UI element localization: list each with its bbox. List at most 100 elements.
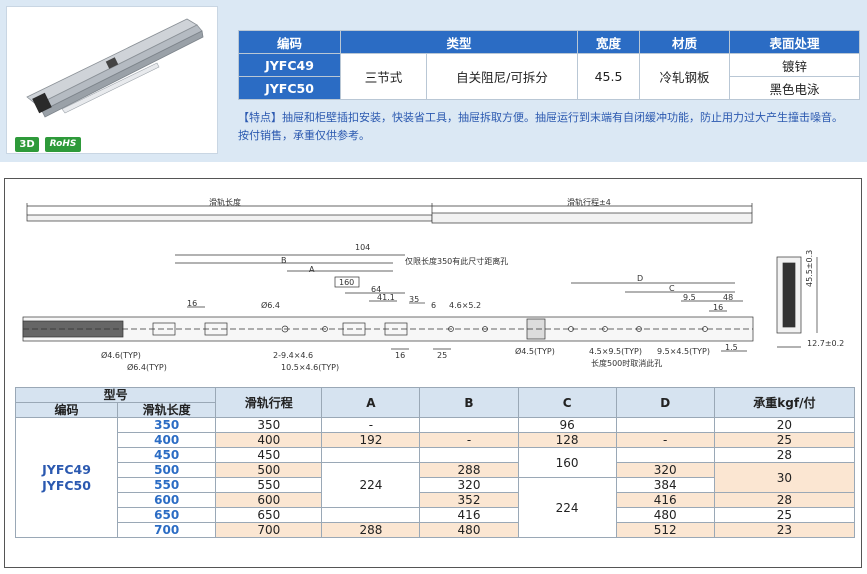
size-model-2: JYFC50 <box>42 477 91 493</box>
dim-104: 104 <box>355 243 371 252</box>
size-length: 350 <box>117 417 217 433</box>
spec-header-code: 编码 <box>238 30 341 54</box>
spec-header-type: 类型 <box>340 30 578 54</box>
dim-d64: Ø6.4 <box>261 301 281 310</box>
product-photo: 3D RoHS <box>6 6 218 154</box>
dim-455: 45.5±0.3 <box>805 249 814 287</box>
dim-10546: 10.5×4.6(TYP) <box>281 363 340 372</box>
size-b: 480 <box>419 522 519 538</box>
dim-16b: 16 <box>395 351 406 360</box>
size-c-merged-2: 224 <box>517 477 617 538</box>
size-load: 23 <box>713 522 856 538</box>
dim-16c: 16 <box>713 303 724 312</box>
size-d: 384 <box>615 477 715 493</box>
dim-c: C <box>669 284 675 293</box>
table-row: 450 450 160 28 <box>16 447 856 478</box>
size-d: - <box>615 432 715 448</box>
size-b: - <box>419 432 519 448</box>
size-b: 416 <box>419 507 519 523</box>
size-travel: 450 <box>215 447 323 463</box>
size-col-length: 滑轨长度 <box>117 402 217 418</box>
dim-4595: 4.5×9.5(TYP) <box>589 347 642 356</box>
size-travel: 650 <box>215 507 323 523</box>
rail-drawing <box>22 203 818 352</box>
size-c-merged-1: 160 <box>517 447 617 478</box>
dim-25: 25 <box>437 351 448 360</box>
size-a: 192 <box>321 432 421 448</box>
size-travel: 700 <box>215 522 323 538</box>
dim-41: 41.1 <box>377 293 395 302</box>
table-row: 400 400 192 - 128 - 25 <box>16 432 856 448</box>
size-b: 288 <box>419 462 519 478</box>
size-col-c: C <box>517 387 617 418</box>
size-b: 352 <box>419 492 519 508</box>
size-col-travel: 滑轨行程 <box>215 387 323 418</box>
dim-d46typ: Ø4.6(TYP) <box>101 351 141 360</box>
size-a: 288 <box>321 522 421 538</box>
note-350: 仅限长度350有此尺寸距离孔 <box>405 257 509 266</box>
size-load-merged: 30 <box>713 462 856 493</box>
size-d <box>615 417 715 433</box>
product-header-panel: 3D RoHS 编码 类型 宽度 材质 表面处理 JYFC49 三节式 自关阻尼… <box>0 0 867 162</box>
spec-table: 编码 类型 宽度 材质 表面处理 JYFC49 三节式 自关阻尼/可拆分 45.… <box>238 30 860 100</box>
size-col-b: B <box>419 387 519 418</box>
size-col-d: D <box>615 387 715 418</box>
size-c: 128 <box>517 432 617 448</box>
dim-9545: 9.5×4.5(TYP) <box>657 347 710 356</box>
size-d <box>615 447 715 463</box>
size-col-load: 承重kgf/付 <box>713 387 856 418</box>
size-load: 20 <box>713 417 856 433</box>
spec-header-width: 宽度 <box>577 30 640 54</box>
size-load: 28 <box>713 447 856 463</box>
size-length: 700 <box>117 522 217 538</box>
size-length: 450 <box>117 447 217 463</box>
size-a-merged: 224 <box>321 462 421 508</box>
slide-rail-photo-icon <box>26 18 204 118</box>
size-b <box>419 447 519 463</box>
table-row: JYFC49 JYFC50 350 350 - 96 20 <box>14 417 856 538</box>
dim-d: D <box>637 274 644 283</box>
size-travel: 600 <box>215 492 323 508</box>
spec-header-material: 材质 <box>639 30 730 54</box>
dim-64: 64 <box>371 285 382 294</box>
dim-95: 9.5 <box>683 293 696 302</box>
size-length: 400 <box>117 432 217 448</box>
dim-d64typ: Ø6.4(TYP) <box>127 363 167 372</box>
size-travel: 400 <box>215 432 323 448</box>
feature-text: 【特点】抽屉和柜壁插扣安装，快装省工具，抽屉拆取方便。抽屉运行到末端有自闭缓冲功… <box>238 111 843 124</box>
spec-type-b: 自关阻尼/可拆分 <box>426 53 578 100</box>
size-a: - <box>321 417 421 433</box>
technical-drawing-panel: 滑轨长度 滑轨行程±4 104 仅限长度350有此尺寸距离孔 B A 160 6… <box>4 178 862 568</box>
badge-rohs: RoHS <box>45 137 81 152</box>
size-load: 28 <box>713 492 856 508</box>
size-d: 480 <box>615 507 715 523</box>
dim-d45typ: Ø4.5(TYP) <box>515 347 555 356</box>
table-row: 700 700 288 480 512 23 <box>16 522 856 538</box>
dim-127: 12.7±0.2 <box>807 339 845 348</box>
size-travel: 550 <box>215 477 323 493</box>
size-load: 25 <box>713 507 856 523</box>
size-c: 96 <box>517 417 617 433</box>
size-travel: 350 <box>215 417 323 433</box>
size-a <box>321 447 421 463</box>
size-d: 512 <box>615 522 715 538</box>
size-col-a: A <box>321 387 421 418</box>
spec-header-finish: 表面处理 <box>729 30 860 54</box>
dim-b: B <box>281 256 287 265</box>
note-text: 按付销售，承重仅供参考。 <box>238 129 370 142</box>
dim-rail-length: 滑轨长度 <box>209 198 241 207</box>
size-d: 320 <box>615 462 715 478</box>
size-b <box>419 417 519 433</box>
dim-35: 35 <box>409 295 420 304</box>
size-b: 320 <box>419 477 519 493</box>
dim-travel: 滑轨行程±4 <box>567 198 611 207</box>
dim-160: 160 <box>339 278 355 287</box>
size-length: 500 <box>117 462 217 478</box>
size-table: 型号 滑轨行程 A B C D 承重kgf/付 编码 滑轨长度 JYFC49 J… <box>14 387 856 538</box>
spec-type-a: 三节式 <box>340 53 427 100</box>
spec-finish-2: 黑色电泳 <box>729 76 860 100</box>
dim-15: 1.5 <box>725 343 738 352</box>
table-row: 550 550 320 224 384 <box>16 477 855 538</box>
size-length: 600 <box>117 492 217 508</box>
size-load: 25 <box>713 432 856 448</box>
